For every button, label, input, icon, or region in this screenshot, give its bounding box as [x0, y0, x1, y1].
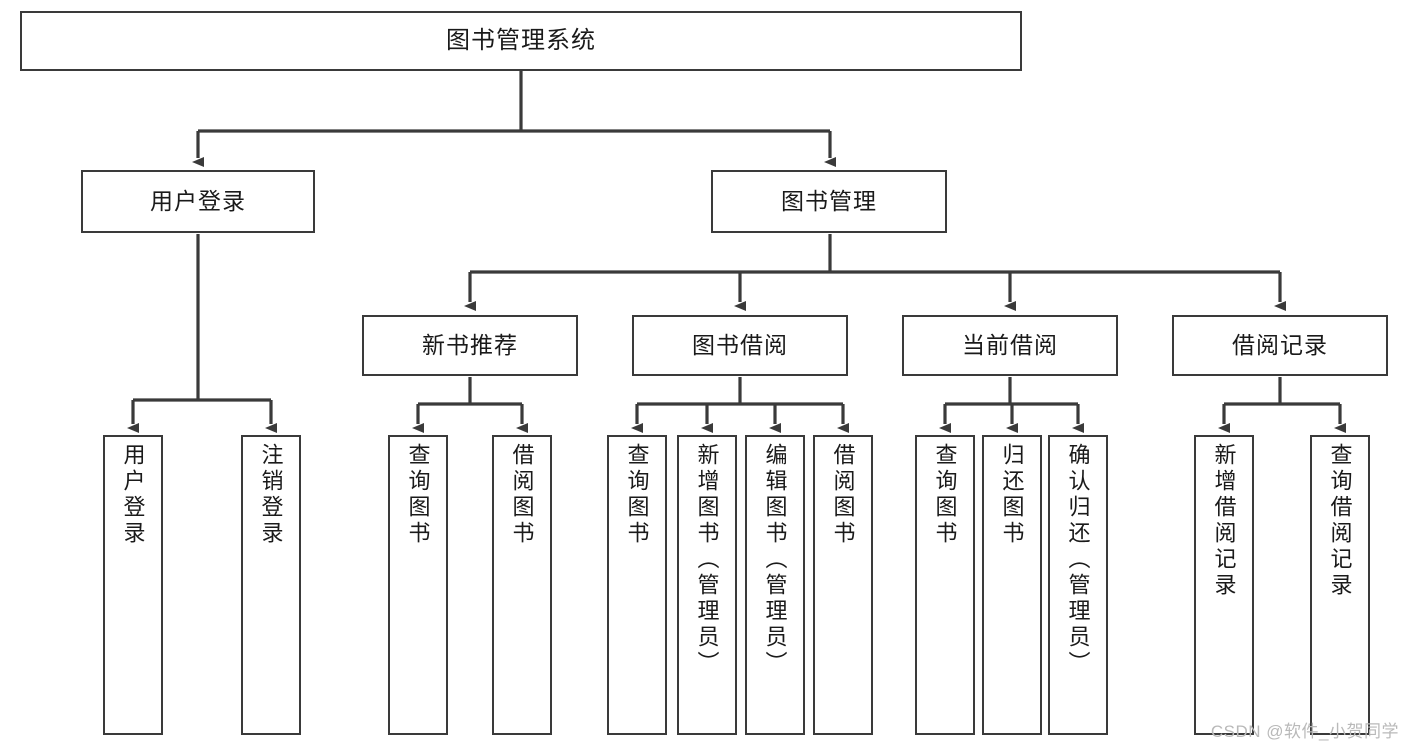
node-leaf-add-book-label: 新增图书（管理员） — [694, 443, 720, 677]
node-user-login-label: 用户登录 — [150, 187, 246, 214]
node-new-book-recommend[interactable]: 新书推荐 — [362, 315, 578, 376]
node-current-borrow[interactable]: 当前借阅 — [902, 315, 1118, 376]
node-leaf-borrow-book-1-label: 借阅图书 — [509, 443, 535, 547]
node-leaf-borrow-book-1[interactable]: 借阅图书 — [492, 435, 552, 735]
node-book-manage-label: 图书管理 — [781, 187, 877, 214]
watermark: CSDN @软件_小贺同学 — [1210, 722, 1399, 741]
node-leaf-return-book[interactable]: 归还图书 — [982, 435, 1042, 735]
node-leaf-query-book-3[interactable]: 查询图书 — [915, 435, 975, 735]
node-leaf-user-login[interactable]: 用户登录 — [103, 435, 163, 735]
node-book-borrow-label: 图书借阅 — [692, 331, 788, 358]
node-leaf-borrow-book-2[interactable]: 借阅图书 — [813, 435, 873, 735]
node-current-borrow-label: 当前借阅 — [962, 331, 1058, 358]
node-new-book-recommend-label: 新书推荐 — [422, 331, 518, 358]
node-leaf-query-book-1[interactable]: 查询图书 — [388, 435, 448, 735]
node-leaf-logout-login[interactable]: 注销登录 — [241, 435, 301, 735]
node-leaf-user-login-label: 用户登录 — [120, 443, 146, 547]
node-leaf-query-book-2[interactable]: 查询图书 — [607, 435, 667, 735]
node-root-label: 图书管理系统 — [446, 26, 596, 54]
node-leaf-add-record-label: 新增借阅记录 — [1211, 443, 1237, 599]
node-root-system[interactable]: 图书管理系统 — [20, 11, 1022, 71]
node-leaf-add-book[interactable]: 新增图书（管理员） — [677, 435, 737, 735]
node-book-manage[interactable]: 图书管理 — [711, 170, 947, 233]
node-leaf-edit-book-label: 编辑图书（管理员） — [762, 443, 788, 677]
node-leaf-query-record-label: 查询借阅记录 — [1327, 443, 1353, 599]
node-leaf-query-book-3-label: 查询图书 — [932, 443, 958, 547]
node-leaf-borrow-book-2-label: 借阅图书 — [830, 443, 856, 547]
node-leaf-query-book-1-label: 查询图书 — [405, 443, 431, 547]
node-leaf-return-book-label: 归还图书 — [999, 443, 1025, 547]
node-borrow-record-label: 借阅记录 — [1232, 331, 1328, 358]
node-leaf-query-record[interactable]: 查询借阅记录 — [1310, 435, 1370, 735]
node-leaf-confirm-return[interactable]: 确认归还（管理员） — [1048, 435, 1108, 735]
node-leaf-add-record[interactable]: 新增借阅记录 — [1194, 435, 1254, 735]
node-leaf-confirm-return-label: 确认归还（管理员） — [1065, 443, 1091, 677]
node-borrow-record[interactable]: 借阅记录 — [1172, 315, 1388, 376]
node-user-login[interactable]: 用户登录 — [81, 170, 315, 233]
node-leaf-logout-login-label: 注销登录 — [258, 443, 284, 547]
node-leaf-edit-book[interactable]: 编辑图书（管理员） — [745, 435, 805, 735]
node-book-borrow[interactable]: 图书借阅 — [632, 315, 848, 376]
node-leaf-query-book-2-label: 查询图书 — [624, 443, 650, 547]
